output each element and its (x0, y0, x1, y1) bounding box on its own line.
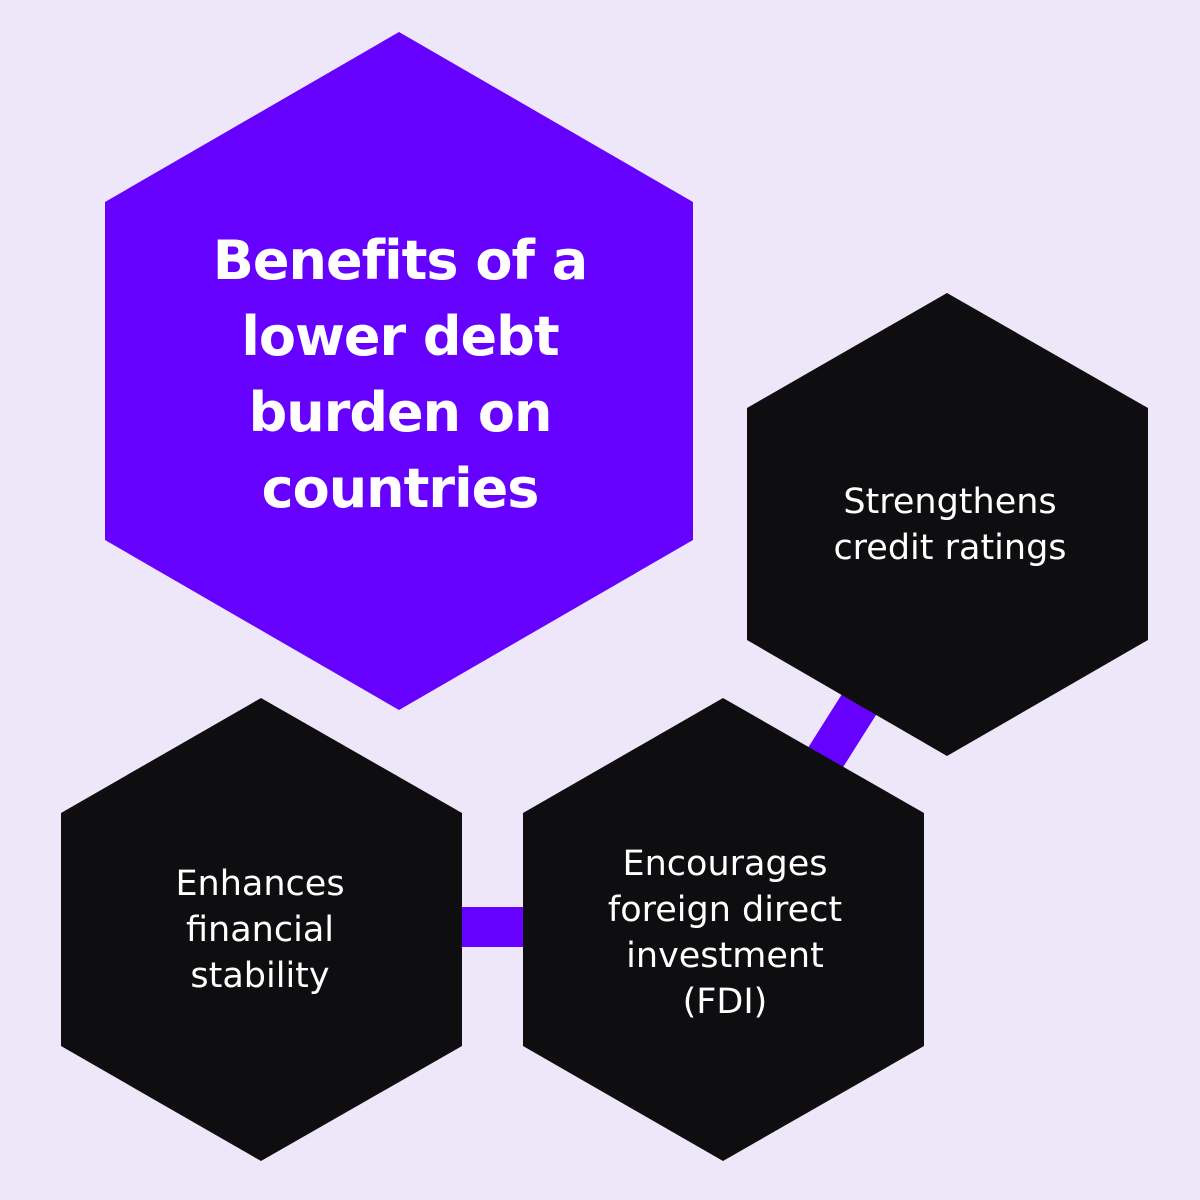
title-line-3: burden on (248, 381, 553, 444)
fdi-node-label: Encourages foreign direct investment (FD… (560, 838, 890, 1028)
stability-line-1: Enhances (175, 864, 345, 904)
credit-line-1: Strengthens (843, 482, 1057, 522)
fdi-line-2: foreign direct (607, 890, 843, 930)
fdi-line-4: (FDI) (682, 982, 768, 1022)
title-hexagon (105, 32, 693, 710)
title-line-4: countries (261, 457, 540, 520)
title-line-2: lower debt (241, 305, 559, 368)
fdi-line-1: Encourages (622, 844, 828, 884)
credit-line-2: credit ratings (833, 528, 1067, 568)
fdi-line-3: investment (626, 936, 824, 976)
stability-node-label: Enhances financial stability (100, 850, 420, 1010)
stability-hexagon (61, 698, 462, 1161)
credit-hexagon (747, 293, 1148, 756)
fdi-hexagon (523, 698, 924, 1161)
credit-node-label: Strengthens credit ratings (790, 470, 1110, 580)
stability-line-2: financial (186, 910, 334, 950)
diagram-title: Benefits of a lower debt burden on count… (150, 220, 650, 530)
title-line-1: Benefits of a (212, 229, 588, 292)
stability-line-3: stability (190, 956, 330, 996)
